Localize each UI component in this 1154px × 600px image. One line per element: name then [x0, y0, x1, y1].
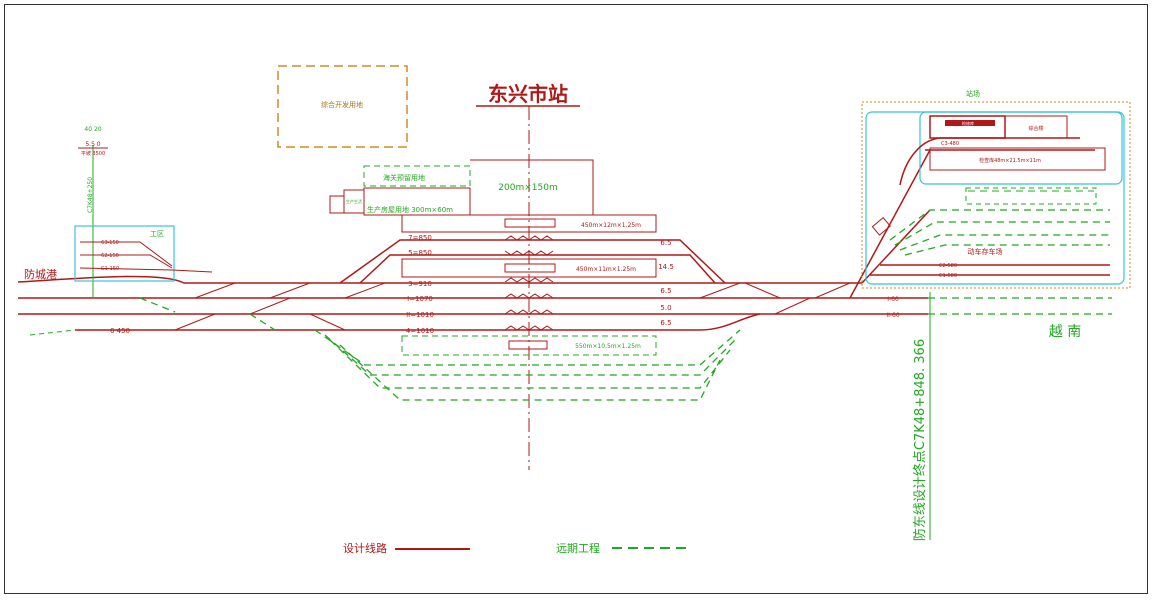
origin-city-label: 防城港 [24, 267, 57, 281]
future-depot-shed [965, 187, 1097, 205]
track-5 [359, 254, 716, 284]
track-3-label: 3=916 [408, 280, 432, 288]
overpass-3 [508, 340, 548, 350]
depot-tracks [870, 137, 1110, 276]
inspection-shed-label: 检查库48m×21.5m×11m [979, 157, 1041, 164]
work-area-track-2: 62-150 [101, 253, 119, 259]
grade-bottom: 平坡 3500 [81, 150, 105, 157]
depot-track-c2: C2-580 [939, 263, 957, 269]
track-4 [75, 313, 761, 331]
platform-2-label: 450m×11m×1.25m [576, 266, 636, 273]
inspection-shed [929, 147, 1106, 171]
design-end-label: 防东线设计终点C7K48+848. 366 [912, 339, 928, 541]
platform-2 [401, 258, 657, 278]
customs-reserve-label: 海关预留用地 [383, 173, 425, 182]
work-area-tracks [79, 241, 213, 273]
spacing-3: 6.5 [660, 287, 671, 295]
spacing-2: 14.5 [658, 263, 674, 271]
right-track-i: I-60 [887, 296, 899, 303]
work-area-track-1: 63-150 [101, 240, 119, 246]
work-area-label: 工区 [150, 230, 164, 238]
station-title: 东兴市站 [488, 82, 568, 106]
track-i-label: I=1070 [407, 295, 433, 303]
track-6-label: 6 450 [110, 327, 130, 335]
office-building-label: 综合楼 [1028, 125, 1043, 132]
track-4-label: 4=1010 [406, 327, 434, 335]
design-tracks [17, 149, 931, 331]
spacing-1: 6.5 [660, 239, 671, 247]
depot-lead-2 [849, 149, 931, 299]
station-square-outline [470, 159, 594, 215]
track-7 [339, 239, 726, 284]
border-country-label: 越 南 [1049, 324, 1081, 340]
depot-boundary [861, 101, 1131, 289]
drawing-frame [4, 4, 1148, 594]
grade-top: 40 20 [84, 126, 101, 133]
overpass-1 [504, 218, 556, 228]
spacing-4: 5.0 [660, 304, 671, 312]
station-square-label: 200m×150m [498, 183, 557, 193]
platform-1-label: 450m×12m×1.25m [581, 222, 641, 229]
spacing-5: 6.5 [660, 319, 671, 327]
platform-3-label: 550m×10.5m×1.25m [575, 343, 641, 350]
track-5-label: 5=850 [408, 249, 432, 257]
future-stub [29, 329, 76, 336]
legend-future-label: 远期工程 [556, 542, 600, 555]
customs-reserve-area [363, 165, 471, 187]
track-7-label: 7=850 [408, 234, 432, 242]
production-annex [329, 195, 345, 214]
depot-switch-house [871, 216, 891, 236]
overpass-2 [504, 263, 556, 273]
depot-track-a: C3-480 [941, 141, 959, 147]
crossovers [174, 282, 851, 331]
platform-3-future [401, 335, 657, 356]
depot-lead [861, 209, 931, 284]
track-3 [17, 275, 862, 284]
chainage-label: C7K48+250 [87, 177, 94, 213]
grade-mid: 5.5 0 [85, 141, 100, 148]
legend-design-label: 设计线路 [343, 541, 387, 555]
platform-1 [401, 214, 657, 233]
track-ii-label: II=1010 [406, 311, 434, 319]
right-track-ii: II-60 [886, 312, 900, 319]
work-area-track-3: G1-150 [101, 266, 119, 272]
storage-yard-label: 动车存车场 [968, 247, 1003, 256]
depot-track-c1: C1-580 [939, 273, 957, 279]
production-small-label: 生产生活 [346, 198, 362, 204]
work-area [74, 225, 175, 282]
future-tracks [139, 209, 1112, 401]
maintenance-shed [929, 115, 1006, 139]
development-land-area [277, 65, 408, 148]
development-land-label: 综合开发用地 [321, 100, 363, 109]
maintenance-shed-bar [945, 120, 995, 126]
maintenance-shed-label: 检修库 [962, 120, 974, 126]
yard-label: 站场 [966, 89, 980, 98]
production-land-label: 生产房屋用地 300m×60m [367, 205, 453, 214]
